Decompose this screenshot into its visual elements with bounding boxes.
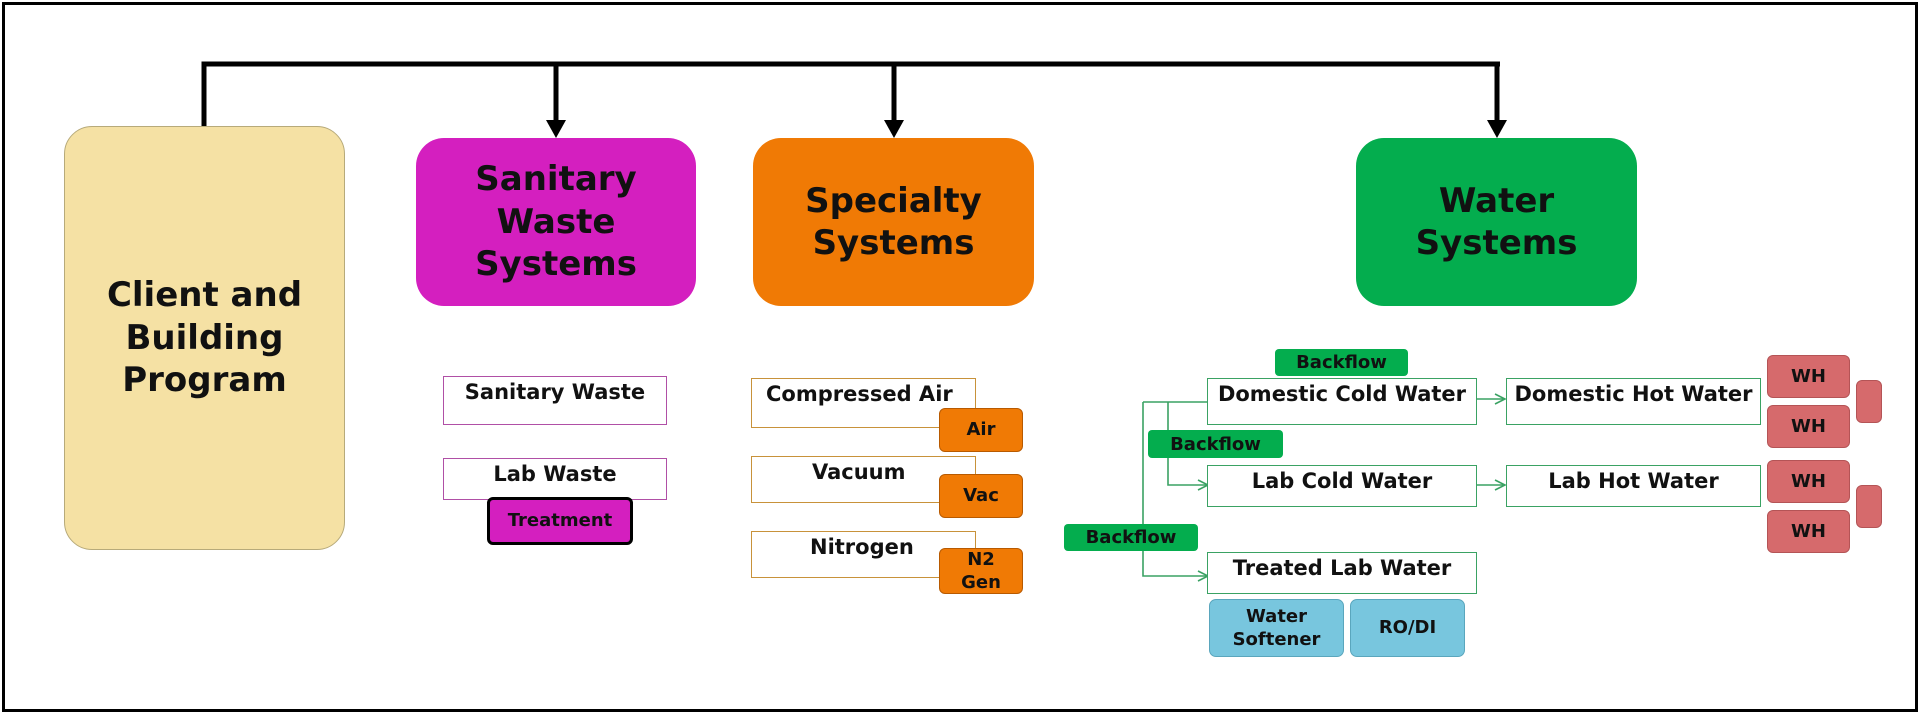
sanitary-waste-item: Sanitary Waste (443, 376, 667, 425)
vac-equipment-label: Vac (963, 485, 999, 507)
air-equipment: Air (939, 408, 1023, 452)
water-heater-1: WH (1767, 355, 1850, 398)
treated-lab-water-label: Treated Lab Water (1232, 556, 1452, 580)
backflow-preventer-treated: Backflow (1064, 524, 1198, 551)
water-distribution-lines (1142, 399, 1505, 576)
nitrogen-item: Nitrogen (751, 531, 976, 578)
lab-storage-tank (1856, 485, 1882, 528)
n2-gen-equipment-label: N2 Gen (961, 548, 1001, 593)
top-bus-line (201, 61, 1500, 126)
lab-waste-item: Lab Waste (443, 458, 667, 500)
client-program-label: Client and Building Program (106, 275, 303, 401)
backflow-preventer-lab: Backflow (1148, 430, 1283, 458)
lab-hot-water-label: Lab Hot Water (1548, 469, 1719, 493)
treatment-equipment: Treatment (487, 497, 633, 545)
treatment-label: Treatment (507, 510, 613, 532)
rodi-equipment: RO/DI (1350, 599, 1465, 657)
domestic-hot-water-label: Domestic Hot Water (1514, 382, 1753, 406)
water-systems-node: Water Systems (1356, 138, 1637, 306)
backflow-label-3: Backflow (1085, 527, 1177, 548)
domestic-cold-water-label: Domestic Cold Water (1217, 382, 1467, 406)
water-heater-3-label: WH (1791, 470, 1826, 492)
lab-waste-item-label: Lab Waste (493, 462, 617, 486)
water-heater-1-label: WH (1791, 365, 1826, 387)
domestic-storage-tank (1856, 380, 1882, 423)
water-heater-3: WH (1767, 460, 1850, 503)
vac-equipment: Vac (939, 474, 1023, 518)
vacuum-item: Vacuum (751, 456, 976, 503)
backflow-preventer-domestic: Backflow (1275, 349, 1408, 376)
air-equipment-label: Air (966, 419, 996, 441)
water-heater-4-label: WH (1791, 520, 1826, 542)
sanitary-waste-label: Sanitary Waste Systems (475, 159, 637, 285)
n2-gen-equipment: N2 Gen (939, 548, 1023, 594)
water-softener-label: Water Softener (1232, 605, 1321, 650)
specialty-systems-label: Specialty Systems (805, 180, 982, 264)
water-heater-2: WH (1767, 405, 1850, 448)
lab-cold-water-item: Lab Cold Water (1207, 465, 1477, 507)
vacuum-label: Vacuum (812, 460, 906, 484)
water-systems-label: Water Systems (1415, 180, 1578, 264)
backflow-label-2: Backflow (1170, 433, 1261, 455)
specialty-systems-node: Specialty Systems (753, 138, 1034, 306)
lab-cold-water-label: Lab Cold Water (1251, 469, 1433, 493)
nitrogen-label: Nitrogen (810, 535, 914, 559)
top-bus-arrowheads (546, 120, 1507, 138)
treated-lab-water-item: Treated Lab Water (1207, 552, 1477, 594)
backflow-label-1: Backflow (1296, 352, 1387, 373)
rodi-label: RO/DI (1378, 617, 1437, 639)
domestic-cold-water-item: Domestic Cold Water (1207, 378, 1477, 425)
lab-hot-water-item: Lab Hot Water (1506, 465, 1761, 507)
sanitary-waste-item-label: Sanitary Waste (464, 380, 646, 404)
water-heater-2-label: WH (1791, 415, 1826, 437)
water-softener-equipment: Water Softener (1209, 599, 1344, 657)
compressed-air-label: Compressed Air (766, 382, 953, 406)
water-heater-4: WH (1767, 510, 1850, 553)
sanitary-waste-node: Sanitary Waste Systems (416, 138, 696, 306)
client-program-node: Client and Building Program (64, 126, 345, 550)
compressed-air-item: Compressed Air (751, 378, 976, 428)
domestic-hot-water-item: Domestic Hot Water (1506, 378, 1761, 425)
